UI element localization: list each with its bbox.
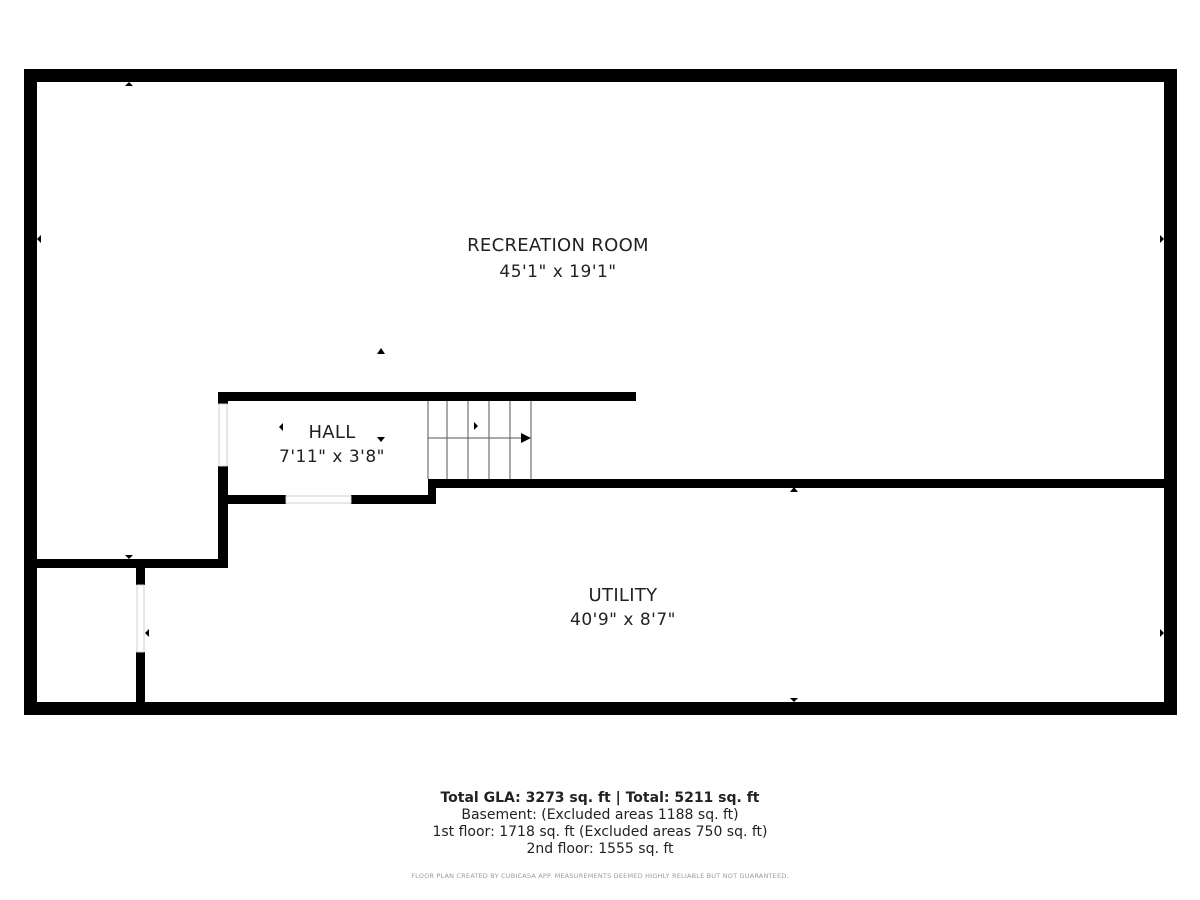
hall-dimensions: 7'11" x 3'8"	[279, 447, 385, 467]
wall-utility-top	[428, 479, 1164, 488]
outer-wall-right	[1164, 69, 1177, 715]
stairs	[427, 401, 532, 479]
marker-rec-top-icon	[125, 82, 133, 86]
door-hall-bottom	[285, 495, 352, 504]
summary-basement: Basement: (Excluded areas 1188 sq. ft)	[461, 807, 739, 823]
utility-name: UTILITY	[588, 585, 658, 606]
stairs-arrow-icon	[521, 433, 531, 443]
marker-utility-left-icon	[145, 629, 149, 637]
marker-rec-left-icon	[37, 235, 41, 243]
marker-utility-bottom-icon	[790, 698, 798, 702]
wall-hall-top	[218, 392, 636, 401]
door-hall-left	[218, 403, 228, 467]
wall-hall-left-upper	[218, 392, 228, 404]
utility-dimensions: 40'9" x 8'7"	[570, 610, 676, 630]
walls	[24, 69, 1177, 715]
disclaimer: FLOOR PLAN CREATED BY CUBICASA APP. MEAS…	[411, 872, 789, 880]
outer-wall-bottom	[24, 702, 1177, 715]
marker-hall-left-icon	[279, 423, 283, 431]
marker-utility-right-icon	[1160, 629, 1164, 637]
outer-wall-top	[24, 69, 1177, 82]
outer-wall-left	[24, 69, 37, 715]
wall-hall-bottom-right	[351, 495, 435, 504]
wall-closet-top	[24, 559, 228, 568]
hall-name: HALL	[308, 422, 356, 443]
marker-rec-bottom-icon	[377, 348, 385, 354]
wall-hall-step	[428, 479, 436, 504]
summary-first-floor: 1st floor: 1718 sq. ft (Excluded areas 7…	[432, 824, 768, 840]
wall-hall-left-lower	[218, 466, 228, 568]
marker-utility-top-icon	[790, 487, 798, 492]
door-openings	[136, 403, 352, 653]
marker-hall-bottom-icon	[377, 437, 385, 442]
wall-closet-right-upper	[136, 559, 145, 585]
summary-second-floor: 2nd floor: 1555 sq. ft	[526, 841, 674, 857]
wall-hall-bottom-left	[218, 495, 286, 504]
dimension-markers	[37, 82, 1164, 702]
recreation-room-dimensions: 45'1" x 19'1"	[499, 262, 617, 282]
marker-stair-icon	[474, 422, 478, 430]
door-closet	[136, 584, 145, 653]
recreation-room-name: RECREATION ROOM	[467, 235, 649, 256]
summary-total: Total GLA: 3273 sq. ft | Total: 5211 sq.…	[440, 790, 760, 806]
wall-closet-right-lower	[136, 652, 145, 715]
marker-closet-top-icon	[125, 555, 133, 559]
marker-rec-right-icon	[1160, 235, 1164, 243]
